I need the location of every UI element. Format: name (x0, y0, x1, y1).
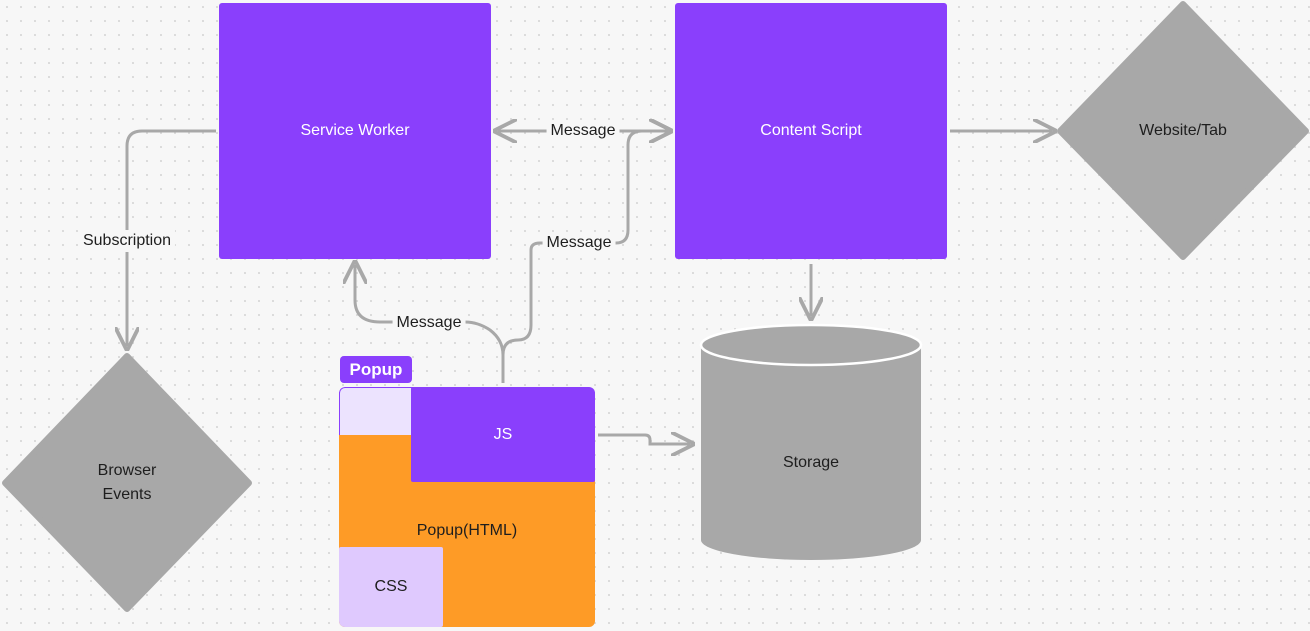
popup-frame[interactable]: Popup(HTML) JS CSS (339, 387, 595, 627)
popup-cs-connector (501, 131, 668, 383)
popup-sw-message-label: Message (392, 312, 466, 334)
service-worker-label: Service Worker (300, 122, 410, 139)
popup-tag[interactable]: Popup (340, 356, 412, 383)
website-tab-diamond[interactable] (1057, 1, 1309, 260)
subscription-label: Subscription (78, 230, 176, 252)
popup-cs-message-label: Message (542, 232, 616, 254)
js-label: JS (493, 425, 513, 443)
storage-label: Storage (782, 454, 840, 471)
subscription-connector (127, 129, 216, 346)
sw-cs-message-label: Message (546, 120, 620, 142)
css-node[interactable]: CSS (339, 547, 443, 627)
css-label: CSS (374, 578, 408, 595)
browser-events-diamond[interactable] (2, 353, 252, 612)
website-tab-label: Website/Tab (1139, 122, 1227, 139)
storage-cylinder[interactable] (699, 323, 923, 560)
popup-html-label: Popup(HTML) (416, 522, 518, 539)
popup-sw-connector (355, 265, 505, 383)
browser-events-label: Browser Events (97, 462, 157, 503)
content-script-node[interactable]: Content Script (675, 3, 947, 259)
js-storage-connector (598, 435, 690, 444)
popup-corner-background (339, 387, 419, 435)
service-worker-node[interactable]: Service Worker (219, 3, 491, 259)
popup-tag-label: Popup (349, 359, 403, 379)
content-script-label: Content Script (760, 122, 862, 139)
js-node[interactable]: JS (411, 387, 595, 482)
